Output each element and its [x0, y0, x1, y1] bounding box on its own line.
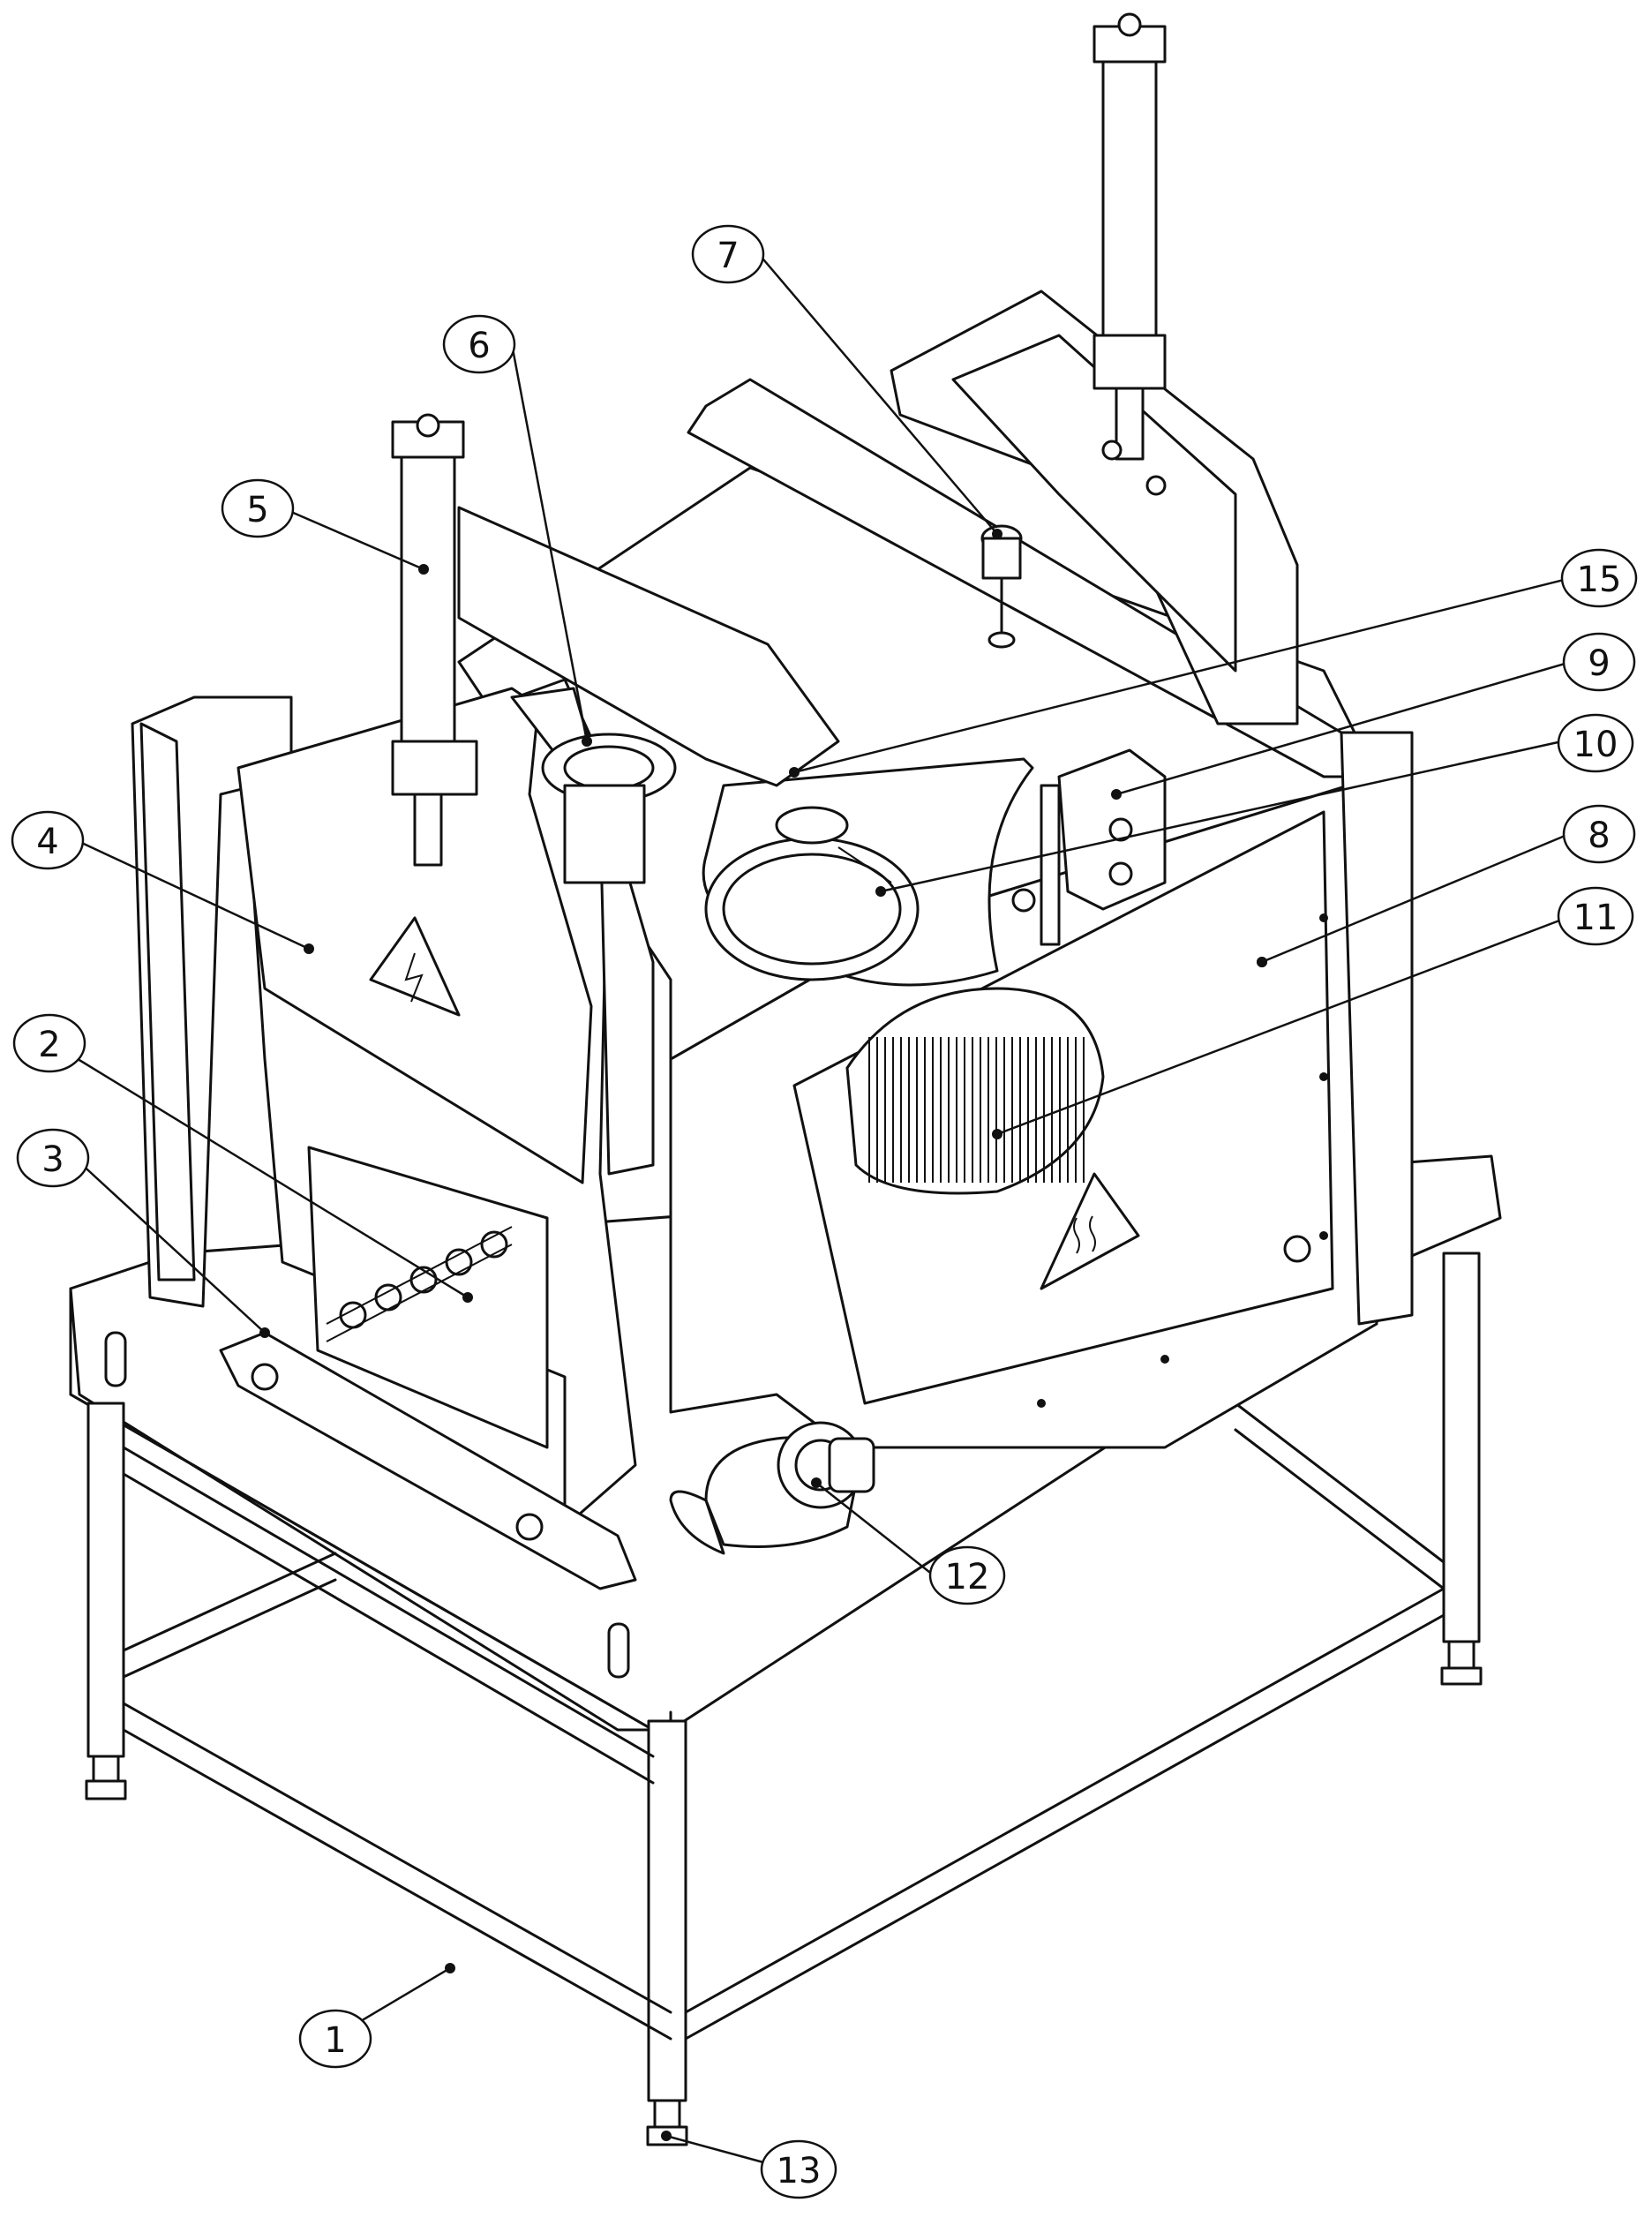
svg-text:8: 8 — [1588, 816, 1610, 856]
callout-13: 13 — [760, 2139, 837, 2199]
high-voltage-warning-icon — [369, 916, 461, 1017]
top-nozzle — [980, 524, 1023, 649]
frame-leg-right — [1440, 1252, 1483, 1686]
rear-air-cylinder — [1093, 12, 1167, 496]
svg-text:3: 3 — [41, 1139, 64, 1180]
svg-text:10: 10 — [1573, 725, 1618, 765]
hot-surface-warning-icon — [1040, 1172, 1140, 1290]
front-air-cylinder — [391, 413, 478, 867]
callout-3: 3 — [16, 1128, 90, 1188]
round-duct — [541, 733, 677, 884]
svg-text:4: 4 — [36, 822, 58, 862]
callout-2: 2 — [12, 1013, 86, 1073]
callout-7: 7 — [691, 224, 765, 284]
heater-fins — [845, 987, 1105, 1195]
side-valve-block — [1011, 748, 1167, 946]
svg-text:2: 2 — [38, 1025, 60, 1065]
svg-text:11: 11 — [1573, 898, 1618, 938]
control-box — [457, 506, 840, 787]
svg-text:13: 13 — [777, 2151, 822, 2191]
frame-leg-front — [646, 1719, 688, 2146]
frame-leg-left — [85, 1402, 127, 1800]
callout-1: 1 — [298, 2009, 372, 2069]
blower-motor — [669, 1421, 875, 1555]
callout-12: 12 — [928, 1545, 1006, 1605]
svg-text:12: 12 — [945, 1557, 990, 1597]
callout-4: 4 — [11, 810, 85, 870]
callout-10: 10 — [1557, 713, 1634, 773]
svg-text:15: 15 — [1577, 560, 1622, 600]
cutaway-fan-housing — [702, 757, 1034, 987]
svg-text:5: 5 — [246, 490, 268, 530]
callouts: 1 2 3 4 5 6 7 8 — [11, 224, 1638, 2199]
callout-11: 11 — [1557, 886, 1634, 946]
svg-text:9: 9 — [1588, 643, 1610, 684]
callout-9: 9 — [1562, 632, 1636, 692]
callout-6: 6 — [442, 314, 516, 374]
callout-15: 15 — [1560, 548, 1638, 608]
front-hood — [131, 413, 655, 1590]
rear-hood — [890, 12, 1299, 725]
callout-5: 5 — [221, 478, 295, 538]
svg-text:6: 6 — [468, 326, 490, 366]
svg-text:1: 1 — [324, 2020, 346, 2061]
svg-text:7: 7 — [717, 236, 739, 276]
callout-8: 8 — [1562, 804, 1636, 864]
